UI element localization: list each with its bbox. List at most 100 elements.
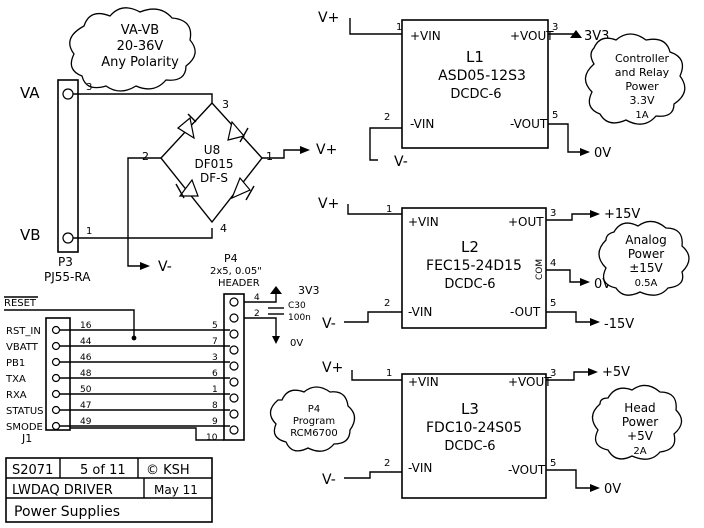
ctrl-note-line3: Power [625, 80, 659, 93]
l1-vplus-label: V+ [318, 10, 339, 26]
l1-out-neg: -VOUT [510, 117, 548, 131]
l3-vminus-label: V- [322, 472, 336, 488]
head-note-line1: Head [624, 401, 655, 415]
l1-part: ASD05-12S3 [438, 68, 526, 84]
reset-label: RESET [4, 298, 37, 309]
j1-pin-number: 50 [80, 385, 92, 395]
l3-pin2: 2 [384, 458, 390, 469]
p4-pin-number: 6 [212, 369, 218, 379]
p4-pin [229, 345, 239, 355]
p4-note-line3: RCM6700 [290, 428, 338, 439]
head-note-line4: 2A [633, 446, 646, 457]
p4-pin [229, 425, 239, 435]
analog-note-line3: ±15V [629, 261, 663, 275]
header-p4: P4 2x5, 0.05" HEADER 3V3 C30 100n 0V 4 2… [206, 252, 320, 443]
bridge-vminus-label: V- [158, 259, 172, 275]
p4-3v3-label: 3V3 [298, 284, 320, 297]
l1-pin2: 2 [384, 112, 390, 123]
j1-pin-number: 16 [80, 321, 92, 331]
l2-name: L2 [461, 238, 479, 256]
p4-desc2: HEADER [218, 278, 260, 289]
ctrl-note-line5: 1A [635, 110, 648, 121]
tb-board: LWDAQ DRIVER [12, 483, 113, 498]
regulator-l1: V+ +VIN 1 L1 ASD05-12S3 DCDC-6 -VIN 2 V-… [318, 10, 611, 170]
l3-in-neg: -VIN [408, 461, 432, 475]
l3-0v-label: 0V [604, 482, 621, 497]
analog-note-line2: Power [628, 247, 664, 261]
j1-pin [51, 405, 61, 415]
u8-pkg: DF-S [200, 171, 228, 185]
p3-name: P3 [58, 255, 73, 269]
j1-signal-name: TXA [5, 374, 26, 385]
input-note-line2: 20-36V [117, 39, 164, 54]
l2-p15-label: +15V [604, 207, 640, 222]
l2-in-pos: +VIN [408, 215, 439, 229]
l2-body [401, 207, 547, 329]
regulator-l2: V+ +VIN 1 L2 FEC15-24D15 DCDC-6 -VIN 2 V… [318, 196, 640, 332]
l1-0v-label: 0V [594, 146, 611, 161]
l2-com: COM [535, 259, 545, 280]
p4-desc: 2x5, 0.05" [210, 266, 262, 277]
l2-pin2: 2 [384, 298, 390, 309]
l2-pin1: 1 [386, 204, 392, 215]
l3-out-pos: +VOUT [508, 375, 552, 389]
l1-pkg: DCDC-6 [450, 87, 501, 102]
j1-pin-number: 48 [80, 369, 92, 379]
connector-p3: VA VB 3 1 P3 PJ55-RA [20, 79, 92, 284]
l1-out-pos: +VOUT [510, 29, 554, 43]
analog-note-line4: 0.5A [635, 278, 658, 289]
l2-vplus-label: V+ [318, 196, 339, 212]
l3-in-pos: +VIN [408, 375, 439, 389]
p4-name: P4 [224, 252, 238, 265]
input-note-cloud: VA-VB 20-36V Any Polarity [69, 7, 196, 92]
ctrl-note-line4: 3.3V [629, 94, 654, 107]
j1-name: J1 [21, 432, 32, 445]
j1-pin [51, 325, 61, 335]
l2-m15-label: -15V [604, 317, 634, 332]
j1-pin-number: 46 [80, 353, 92, 363]
wire-va-bridge [73, 93, 213, 103]
p4-note-cloud: P4 Program RCM6700 [269, 386, 356, 452]
u8-pin3: 3 [222, 98, 229, 111]
l2-part: FEC15-24D15 [426, 258, 522, 274]
p3-pin1 [62, 232, 74, 244]
u8-pin1: 1 [266, 150, 273, 163]
p4-body [223, 293, 245, 441]
j1-signal-name: SMODE [6, 422, 43, 433]
p4-pin [229, 297, 239, 307]
wire-vb-bridge [73, 228, 213, 239]
j1-pin [51, 341, 61, 351]
l2-out-neg: -OUT [510, 305, 541, 319]
l1-pin5: 5 [552, 110, 558, 121]
j1-pin-number: 49 [80, 417, 92, 427]
l1-in-pos: +VIN [410, 29, 441, 43]
l2-in-neg: -VIN [408, 305, 432, 319]
head-note-line3: +5V [627, 429, 654, 443]
p4-pin-number: 5 [212, 321, 218, 331]
j1-body [45, 317, 71, 431]
p4-0v-label: 0V [290, 338, 303, 349]
l3-vplus-label: V+ [322, 360, 343, 376]
u8-part: DF015 [194, 157, 233, 171]
j1-pin [51, 421, 61, 431]
regulator-l3: V+ +VIN 1 L3 FDC10-24S05 DCDC-6 -VIN 2 V… [322, 360, 630, 499]
p3-pin3-num: 3 [86, 82, 92, 93]
bridge-rectifier-u8: U8 DF015 DF-S 3 4 2 1 V+ V- [73, 93, 337, 275]
u8-pin4: 4 [220, 222, 227, 235]
u8-name: U8 [204, 143, 220, 157]
p4-pin-number: 7 [212, 337, 218, 347]
tb-date: May 11 [154, 483, 198, 497]
p4-note-line2: Program [293, 416, 335, 427]
ctrl-note-cloud: Controller and Relay Power 3.3V 1A [584, 33, 686, 125]
l3-pin5: 5 [550, 458, 556, 469]
p4-pin-number: 8 [212, 401, 218, 411]
p4-pin [229, 313, 239, 323]
l2-pkg: DCDC-6 [444, 277, 495, 292]
l1-in-neg: -VIN [410, 117, 434, 131]
ctrl-note-line2: and Relay [615, 66, 670, 79]
tb-sheet: 5 of 11 [80, 463, 126, 478]
l3-out-neg: -VOUT [508, 463, 546, 477]
tb-project: S2071 [12, 463, 53, 478]
l3-p5-label: +5V [602, 365, 630, 380]
